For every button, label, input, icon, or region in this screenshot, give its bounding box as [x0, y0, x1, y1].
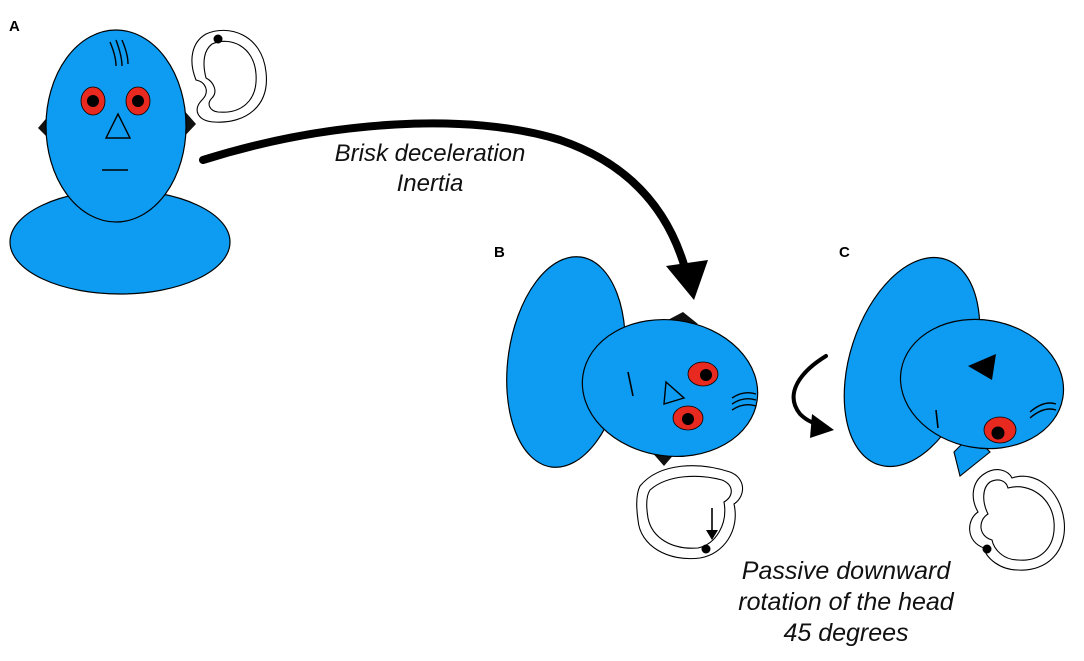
panel-c-nose [968, 354, 996, 380]
rotation-caption-line2: rotation of the head [738, 588, 954, 616]
panel-c-pupil [991, 426, 1005, 440]
panel-label-b: B [494, 244, 505, 261]
panel-a-head [45, 29, 187, 223]
panel-c-figure [843, 256, 1065, 477]
panel-a-semicircular-canal [191, 29, 267, 123]
panel-a-hair [109, 39, 129, 67]
panel-a-figure [9, 29, 231, 295]
rotation-caption-line1: Passive downward [741, 557, 951, 585]
rotation-caption: Passive downward rotation of the head 45… [696, 556, 996, 649]
panel-c-semicircular-canal [969, 469, 1065, 571]
panel-label-c: C [839, 244, 850, 261]
deceleration-caption-line1: Brisk deceleration [334, 140, 526, 167]
panel-a-right-pupil [132, 95, 144, 107]
panel-label-a: A [9, 18, 20, 35]
deceleration-arrow [199, 119, 708, 300]
panel-a-left-pupil [87, 95, 99, 107]
panel-b-nose [663, 380, 686, 405]
panel-c-head [899, 318, 1065, 450]
rotation-arrow [791, 354, 834, 438]
deceleration-caption: Brisk deceleration Inertia [300, 139, 560, 199]
panel-a-nose [104, 112, 132, 139]
panel-b-lower-pupil [682, 413, 694, 425]
panel-b-figure [506, 256, 759, 468]
rotation-caption-line3: 45 degrees [783, 619, 909, 647]
panel-b-upper-pupil [700, 369, 712, 381]
panel-c-hair [1029, 402, 1057, 419]
panel-b-semicircular-canal [636, 465, 744, 560]
deceleration-caption-line2: Inertia [396, 170, 464, 197]
panel-b-mouth [627, 371, 634, 397]
panel-b-head [581, 318, 759, 458]
panel-b-hair [731, 391, 757, 411]
panel-c-mouth [935, 409, 939, 429]
